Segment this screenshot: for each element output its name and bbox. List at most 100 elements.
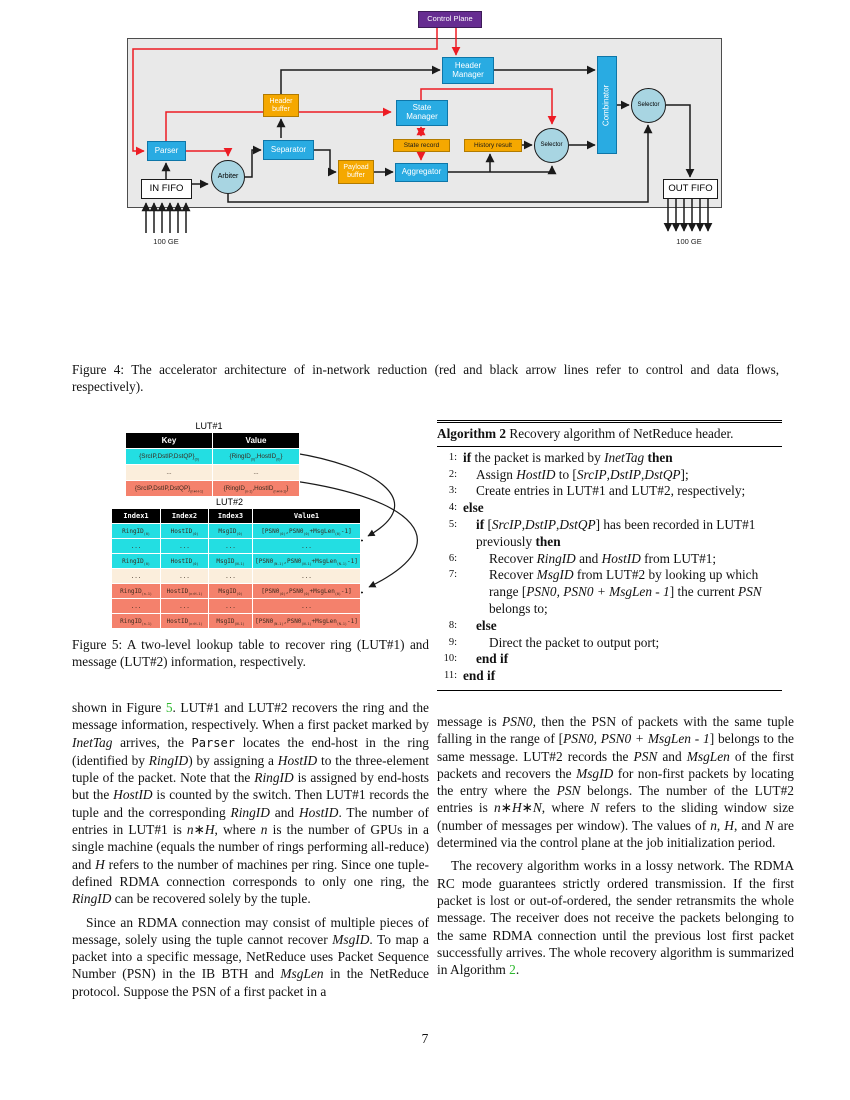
column-header: Value	[212, 432, 300, 449]
lut1-title: LUT#1	[195, 421, 223, 431]
table-row: RingID(0)HostID(0)MsgID(N-1)[PSN0(N-1),P…	[111, 553, 361, 569]
text-segment: from LUT#2 by looking up which range [	[489, 567, 759, 600]
text-segment: in the NetReduce protocol. Suppose the P…	[72, 966, 430, 999]
text-segment: (N-1)	[301, 561, 312, 566]
text-segment: refers to the sliding window size (numbe…	[437, 800, 795, 833]
state-manager-label: State Manager	[406, 103, 438, 121]
table-cell: HostID(0)	[160, 553, 209, 569]
text-segment: MsgID	[576, 765, 614, 781]
table-row: {SrcIP,DstIP,DstQP}(n∗H-1){RingID(n-1),H…	[125, 480, 300, 497]
selector2-node: Selector	[631, 88, 666, 123]
payload-buffer-label: Payload buffer	[343, 164, 369, 179]
text-segment: , where	[541, 800, 591, 816]
text-segment: to [	[555, 466, 577, 482]
text-segment: then	[647, 449, 673, 465]
lut2-title: LUT#2	[215, 497, 243, 507]
text-segment: (0)	[143, 531, 150, 536]
text-segment: arrives, the	[112, 734, 192, 750]
text-segment: HostID	[299, 804, 339, 820]
line-content: if [SrcIP,DstIP,DstQP] has been recorded…	[463, 517, 782, 551]
text-segment: (0)	[303, 591, 310, 596]
line-number: 1:	[448, 451, 457, 463]
line-number: 8:	[448, 619, 457, 631]
text-segment: the packet is marked by	[471, 449, 605, 465]
text-segment: RingID	[122, 527, 144, 535]
text-segment: ...	[179, 602, 190, 610]
table-row: ............	[111, 568, 361, 584]
table-cell: [PSN0(0),PSN0(0)+MsgLen(0)-1]	[252, 523, 361, 539]
text-segment: PSN0, PSN0 + MsgLen - 1	[526, 584, 670, 600]
text-segment: H	[511, 800, 522, 816]
paragraph: shown in Figure 5. LUT#1 and LUT#2 recov…	[72, 699, 429, 908]
text-segment: , then the PSN of packets with the same …	[437, 714, 794, 747]
column-header: Index1	[111, 508, 161, 524]
paragraph: Since an RDMA connection may consist of …	[72, 914, 429, 1000]
algorithm-line: 8:else	[437, 618, 782, 635]
line-number: 2:	[448, 468, 457, 480]
data-flow-arrows	[141, 65, 713, 233]
text-segment: DstQP	[559, 516, 596, 532]
table-cell: RingID(n-1)	[111, 613, 161, 629]
table-cell: RingID(n-1)	[111, 583, 161, 599]
line-content: else	[463, 500, 782, 517]
text-segment: end if	[476, 651, 509, 667]
text-segment: (0)	[334, 591, 341, 596]
text-segment: is counted by the switch. Then LUT#1 rec…	[72, 787, 429, 820]
text-segment: ∗	[193, 822, 205, 838]
control-plane-label: Control Plane	[427, 14, 473, 24]
table-cell: ...	[160, 568, 209, 584]
text-segment: H	[724, 817, 734, 833]
text-segment: ] belongs to the same message. LUT#2 rec…	[437, 731, 794, 764]
text-segment: for non-first packets by locating the en…	[437, 765, 794, 799]
text-segment: (N-1)	[234, 621, 245, 626]
line-content: Create entries in LUT#1 and LUT#2, respe…	[463, 483, 782, 500]
text-segment: (0)	[143, 561, 150, 566]
table-cell: ...	[252, 568, 361, 584]
ref-link[interactable]: 2	[509, 962, 516, 978]
text-segment: n	[186, 822, 194, 838]
table-cell: HostID(0)	[160, 523, 209, 539]
text-segment: MsgID	[216, 617, 235, 625]
text-segment: (n-1)	[141, 591, 152, 596]
text-segment: [	[484, 516, 492, 532]
text-segment: MsgID	[218, 527, 237, 535]
ref-link[interactable]: 5	[165, 700, 173, 715]
text-segment: ...	[130, 572, 142, 580]
text-segment: +MsgLen	[309, 587, 335, 595]
algorithm-line: 2:Assign HostID to [SrcIP,DstIP,DstQP];	[437, 467, 782, 484]
state-manager-node: State Manager	[396, 100, 448, 126]
figure4-caption: Figure 4: The accelerator architecture o…	[72, 362, 779, 394]
selector1-label: Selector	[540, 142, 563, 149]
text-segment: (0)	[250, 457, 256, 462]
aggregator-node: Aggregator	[395, 163, 448, 182]
separator-label: Separator	[270, 144, 307, 154]
line-content: end if	[463, 651, 782, 668]
text-segment: MsgID	[536, 567, 574, 583]
text-segment: Create entries in LUT#1 and LUT#2, respe…	[476, 483, 746, 499]
text-segment: (n∗H-1)	[190, 489, 204, 494]
text-segment: ,	[556, 516, 560, 532]
text-segment: .	[515, 962, 520, 978]
algorithm-line: 5:if [SrcIP,DstIP,DstQP] has been record…	[437, 517, 782, 551]
text-segment: ...	[301, 572, 312, 580]
table-cell: [PSN0(0),PSN0(0)+MsgLen(0)-1]	[252, 583, 361, 599]
text-segment: H	[95, 856, 105, 872]
text-segment: (N-1)	[234, 561, 245, 566]
header-buffer-label: Header buffer	[269, 97, 293, 113]
parser-node: Parser	[147, 141, 186, 161]
text-segment: n	[710, 817, 717, 833]
text-segment: ,PSN0	[285, 587, 304, 595]
text-segment: (n∗H-1)	[188, 591, 203, 596]
text-segment: MsgLen	[686, 748, 730, 764]
text-segment: Parser	[191, 735, 236, 750]
table-cell: {SrcIP,DstIP,DstQP}(0)	[125, 448, 213, 465]
text-segment: and	[575, 550, 602, 566]
text-segment: (0)	[192, 561, 199, 566]
text-segment: InetTag	[72, 734, 113, 750]
parser-label: Parser	[154, 145, 179, 155]
text-segment: [PSN0	[261, 587, 280, 595]
